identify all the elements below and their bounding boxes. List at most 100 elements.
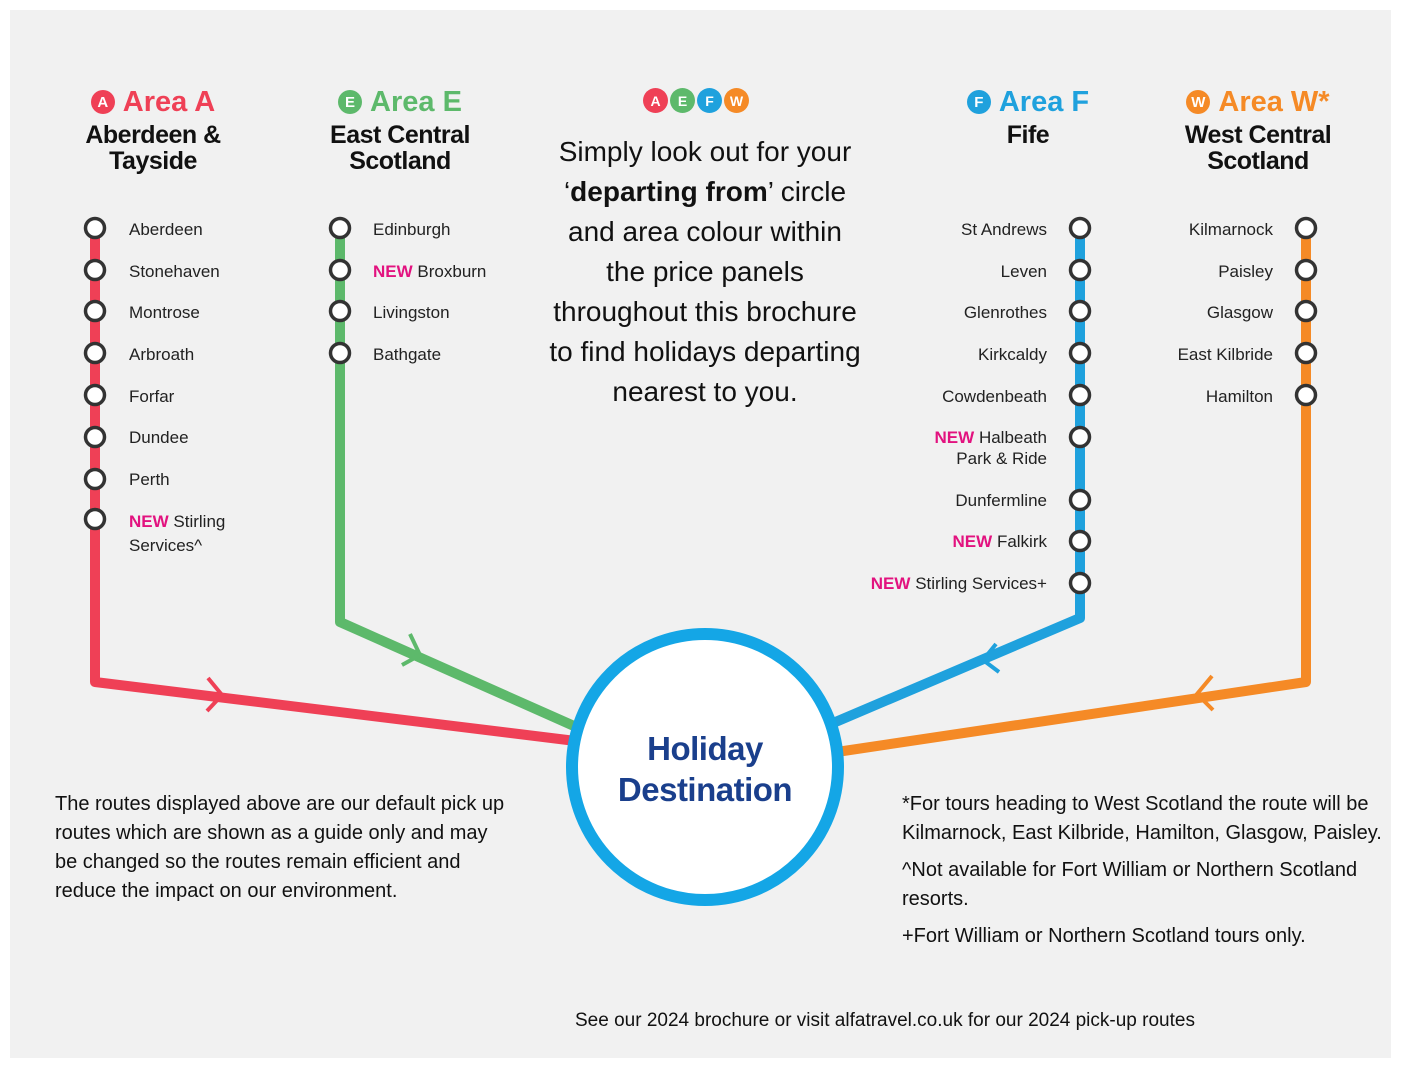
stop-glasgow: Glasgow: [1207, 302, 1273, 323]
area-w-title: Area W*: [1218, 86, 1330, 118]
stop-cowdenbeath: Cowdenbeath: [942, 386, 1047, 407]
stop-markers-area-a: [83, 216, 107, 531]
stop-kirkcaldy: Kirkcaldy: [978, 344, 1047, 365]
stop-name: Dundee: [129, 428, 189, 447]
stop-name: Forfar: [129, 387, 175, 406]
area-f-header: F Area F Fife: [878, 86, 1178, 148]
stop-name: Glenrothes: [963, 303, 1047, 322]
stop-name: Leven: [1000, 262, 1047, 281]
all-areas-badges: A E F W: [643, 88, 749, 113]
area-f-region: Fife: [1006, 121, 1050, 149]
footnote-west-scotland: *For tours heading to West Scotland the …: [902, 793, 1382, 844]
instructions-text-1: Simply look out for your ‘: [558, 136, 852, 207]
stop-east-kilbride: East Kilbride: [1178, 344, 1273, 365]
destination-line-2: Destination: [617, 771, 793, 808]
route-arrow-area-f: [980, 642, 1001, 674]
area-e-region: East Central Scotland: [330, 121, 470, 175]
holiday-destination-label: Holiday Destination: [580, 728, 830, 810]
stop-name: Montrose: [129, 303, 200, 322]
area-f-title: Area F: [998, 86, 1090, 118]
route-line-area-w: [809, 228, 1311, 761]
area-w-badge-icon: W: [724, 88, 749, 113]
stop-name: Falkirk: [996, 532, 1047, 551]
routes-disclaimer: The routes displayed above are our defau…: [55, 793, 505, 902]
stop-aberdeen: Aberdeen: [129, 219, 203, 240]
stop-broxburn: NEW Broxburn: [373, 261, 486, 282]
stop-arbroath: Arbroath: [129, 344, 194, 365]
area-e-header: E Area E East Central Scotland: [250, 86, 550, 174]
stop-perth: Perth: [129, 469, 170, 490]
stop-name: Glasgow: [1206, 303, 1273, 322]
stop-name: St Andrews: [961, 220, 1047, 239]
stop-paisley: Paisley: [1218, 261, 1273, 282]
stop-montrose: Montrose: [129, 302, 200, 323]
route-arrow-area-w: [1194, 674, 1215, 712]
stop-stirling-services-f: NEW Stirling Services+: [871, 573, 1047, 594]
stop-name: Edinburgh: [373, 220, 451, 239]
stop-kilmarnock: Kilmarnock: [1189, 219, 1273, 240]
new-tag: NEW: [952, 532, 993, 551]
destination-circle: [566, 628, 844, 906]
stop-name: Stirling Services^: [129, 512, 226, 555]
instructions-bold: departing from: [570, 176, 768, 207]
area-w-header: W Area W* West Central Scotland: [1108, 86, 1401, 174]
area-w-title-row: W Area W*: [1108, 86, 1401, 118]
stop-name: Dunfermline: [955, 491, 1047, 510]
stop-name: Kilmarnock: [1188, 220, 1273, 239]
stop-bathgate: Bathgate: [373, 344, 441, 365]
stop-falkirk: NEW Falkirk: [953, 531, 1047, 552]
route-arrow-area-a: [205, 676, 225, 713]
area-a-region: Aberdeen & Tayside: [85, 121, 221, 175]
stop-name: Paisley: [1218, 262, 1273, 281]
instructions-text-2: ’ circle and area colour within the pric…: [549, 176, 861, 407]
area-w-region: West Central Scotland: [1184, 121, 1332, 175]
area-f-badge-icon: F: [966, 90, 991, 114]
area-e-title-row: E Area E: [250, 86, 550, 118]
stop-name: Livingston: [373, 303, 450, 322]
stop-name: Halbeath Park & Ride: [956, 428, 1047, 468]
area-a-title: Area A: [122, 86, 216, 118]
stop-name: Arbroath: [129, 345, 195, 364]
footnote-plus: +Fort William or Northern Scotland tours…: [902, 925, 1306, 947]
stop-glenrothes: Glenrothes: [964, 302, 1047, 323]
area-a-header: A Area A Aberdeen & Tayside: [3, 86, 303, 174]
stop-stonehaven: Stonehaven: [129, 261, 220, 282]
brochure-footer-note: See our 2024 brochure or visit alfatrave…: [575, 1010, 1195, 1031]
stop-dundee: Dundee: [129, 427, 189, 448]
new-tag: NEW: [373, 262, 413, 281]
area-w-badge-icon: W: [1186, 90, 1211, 114]
stop-name: Stirling Services+: [915, 574, 1047, 593]
stop-name: Broxburn: [417, 262, 487, 281]
stop-stirling-services-a: NEW Stirling Services^: [129, 510, 225, 558]
route-footnotes: *For tours heading to West Scotland the …: [902, 790, 1382, 959]
stop-halbeath-park-ride: NEW Halbeath Park & Ride: [935, 427, 1047, 469]
area-e-badge-icon: E: [338, 90, 363, 114]
area-a-title-row: A Area A: [3, 86, 303, 118]
area-f-title-row: F Area F: [878, 86, 1178, 118]
route-line-area-a: [90, 228, 601, 749]
stop-markers-area-e: [328, 216, 352, 365]
stop-edinburgh: Edinburgh: [373, 219, 451, 240]
stop-markers-area-f: [1068, 216, 1092, 595]
stop-name: Kirkcaldy: [978, 345, 1047, 364]
departing-from-instructions: Simply look out for your ‘departing from…: [545, 132, 865, 412]
area-a-badge-icon: A: [90, 90, 115, 114]
stop-forfar: Forfar: [129, 386, 174, 407]
area-a-badge-icon: A: [643, 88, 668, 113]
stop-name: Aberdeen: [129, 220, 203, 239]
stop-name: Perth: [129, 470, 170, 489]
area-e-title: Area E: [370, 86, 462, 118]
stop-hamilton: Hamilton: [1206, 386, 1273, 407]
stop-st-andrews: St Andrews: [961, 219, 1047, 240]
stop-leven: Leven: [1001, 261, 1047, 282]
stop-livingston: Livingston: [373, 302, 450, 323]
stop-name: East Kilbride: [1177, 345, 1273, 364]
new-tag: NEW: [934, 428, 975, 447]
route-arrow-area-e: [401, 633, 423, 667]
stop-name: Bathgate: [373, 345, 442, 364]
destination-line-1: Holiday: [647, 730, 763, 767]
area-f-badge-icon: F: [697, 88, 722, 113]
stop-name: Cowdenbeath: [942, 387, 1047, 406]
area-e-badge-icon: E: [670, 88, 695, 113]
